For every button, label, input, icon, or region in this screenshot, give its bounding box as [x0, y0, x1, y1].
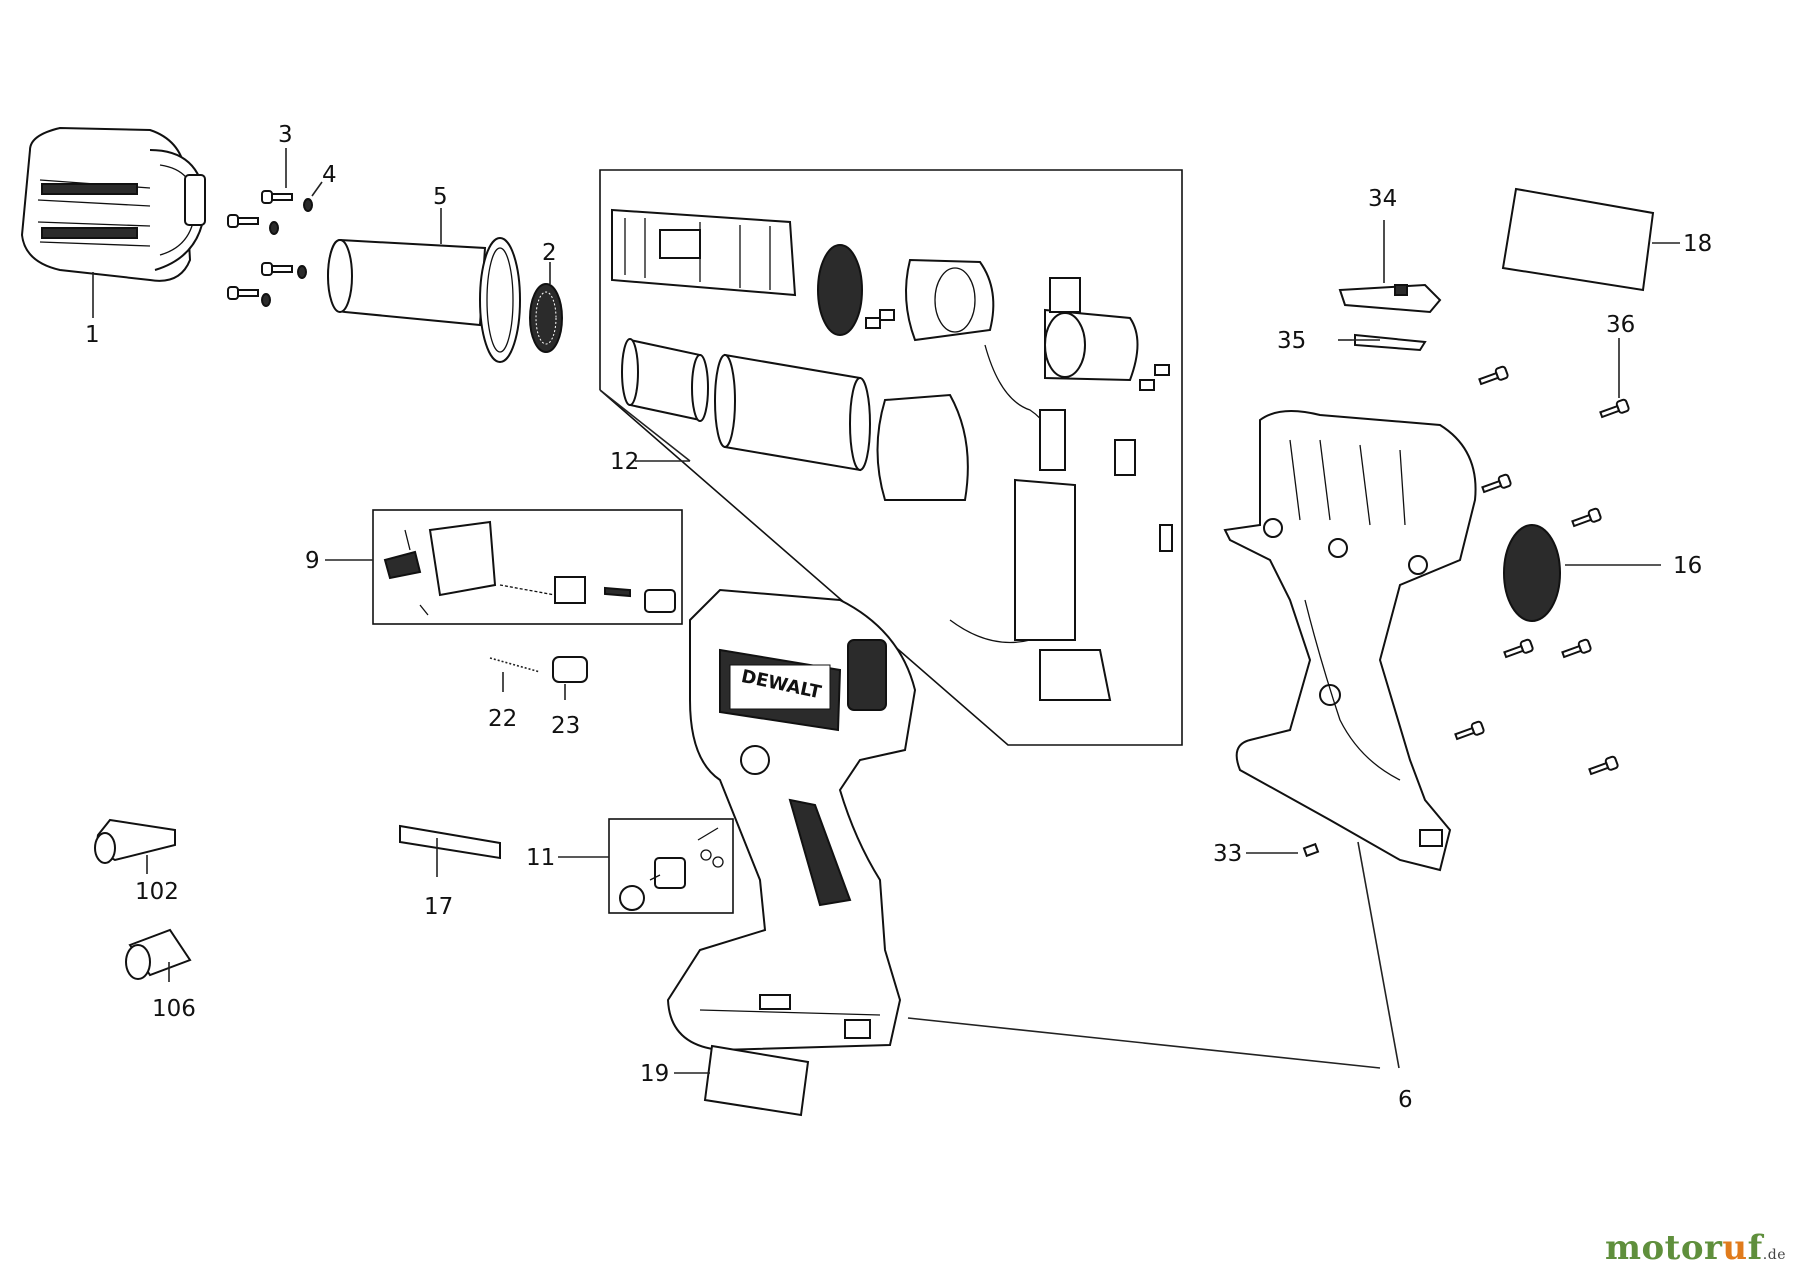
part-102-nozzle	[94, 818, 176, 864]
part-17-strip	[399, 824, 501, 860]
callout-labels: 1 2 3 4 5 6 9 11 12 16 17 18 19 22 23 33…	[85, 122, 1712, 1113]
callout-label-36: 36	[1606, 312, 1635, 338]
callout-label-4: 4	[322, 162, 337, 188]
part-18-label	[1501, 187, 1655, 292]
part-106-nozzle	[125, 928, 192, 980]
callout-label-106: 106	[152, 996, 196, 1022]
watermark-part2: u	[1722, 1228, 1748, 1268]
callout-label-12: 12	[610, 449, 639, 475]
callout-label-18: 18	[1683, 231, 1712, 257]
watermark-suffix: .de	[1762, 1247, 1786, 1263]
callout-label-6: 6	[1398, 1087, 1413, 1113]
leader-lines	[92, 148, 1680, 1074]
callout-label-1: 1	[85, 322, 100, 348]
part-19-label	[703, 1044, 810, 1117]
callout-label-5: 5	[433, 184, 448, 210]
housing-left-half: DEWALT	[666, 588, 917, 1052]
part-16-rear-disc	[1503, 524, 1561, 622]
part-35-clip	[1354, 333, 1427, 352]
part-23-button	[552, 656, 588, 683]
watermark-part1: motor	[1604, 1228, 1723, 1268]
housing-right-half	[1223, 410, 1477, 872]
callout-label-34: 34	[1368, 186, 1397, 212]
part-3-screws	[227, 190, 293, 300]
callout-label-33: 33	[1213, 841, 1242, 867]
part-5-heater-tube	[326, 237, 521, 363]
part-4-washers	[261, 198, 313, 307]
callout-label-9: 9	[305, 548, 320, 574]
part-9-assembly-box	[372, 509, 683, 625]
watermark-logo: motoruf.de	[1605, 1228, 1786, 1268]
callout-label-22: 22	[488, 706, 517, 732]
part-11-assembly-box	[608, 818, 734, 914]
callout-label-35: 35	[1277, 328, 1306, 354]
callout-label-11: 11	[526, 845, 555, 871]
part-22-spring	[489, 657, 541, 673]
part-36-screws	[1454, 365, 1630, 776]
callout-label-17: 17	[424, 894, 453, 920]
callout-label-16: 16	[1673, 553, 1702, 579]
callout-label-2: 2	[542, 240, 557, 266]
part-1-end-cap	[20, 126, 207, 282]
callout-label-19: 19	[640, 1061, 669, 1087]
part-34-switch	[1338, 283, 1442, 314]
callout-label-23: 23	[551, 713, 580, 739]
callout-label-102: 102	[135, 879, 179, 905]
part-33-pin	[1302, 842, 1320, 858]
part-2-mesh-disc	[529, 283, 563, 353]
part-12-assembly-box	[599, 169, 1183, 746]
callout-label-3: 3	[278, 122, 293, 148]
watermark-part3: f	[1747, 1228, 1763, 1268]
